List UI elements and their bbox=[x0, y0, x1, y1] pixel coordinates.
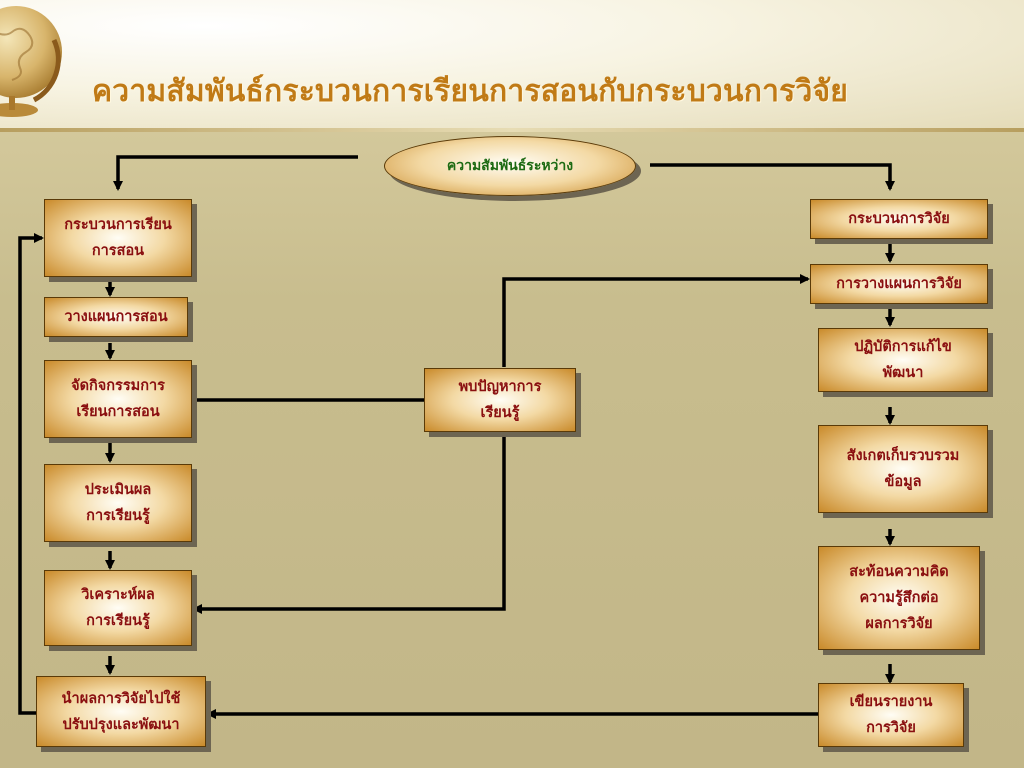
research-step-report: เขียนรายงาน การวิจัย bbox=[818, 683, 964, 747]
connector-oval-to-research bbox=[650, 163, 895, 191]
globe-icon bbox=[0, 6, 62, 117]
research-step-process: กระบวนการวิจัย bbox=[810, 199, 988, 239]
research-step-plan: การวางแผนการวิจัย bbox=[810, 264, 988, 304]
connector-problem-to-analyze bbox=[192, 433, 506, 614]
connector-feedback-loop bbox=[18, 233, 44, 715]
header-band bbox=[0, 0, 1024, 130]
research-step-observe: สังเกตเก็บรวบรวม ข้อมูล bbox=[818, 425, 988, 513]
teaching-step-analyze: วิเคราะห์ผล การเรียนรู้ bbox=[44, 570, 192, 646]
problem-node: พบปัญหาการ เรียนรู้ bbox=[424, 368, 576, 432]
relationship-oval: ความสัมพันธ์ระหว่าง bbox=[384, 136, 636, 196]
teaching-step-plan: วางแผนการสอน bbox=[44, 297, 188, 337]
header-divider bbox=[0, 128, 1024, 132]
teaching-step-apply: นำผลการวิจัยไปใช้ ปรับปรุงและพัฒนา bbox=[36, 676, 206, 747]
connector-oval-to-teaching bbox=[113, 155, 358, 191]
teaching-step-activities: จัดกิจกรรมการ เรียนการสอน bbox=[44, 360, 192, 438]
research-step-action: ปฏิบัติการแก้ไข พัฒนา bbox=[818, 328, 988, 392]
connector-problem-to-planning bbox=[502, 274, 810, 367]
teaching-step-process: กระบวนการเรียน การสอน bbox=[44, 199, 192, 277]
teaching-step-evaluate: ประเมินผล การเรียนรู้ bbox=[44, 464, 192, 542]
research-step-reflect: สะท้อนความคิด ความรู้สึกต่อ ผลการวิจัย bbox=[818, 546, 980, 650]
page-title: ความสัมพันธ์กระบวนการเรียนการสอนกับกระบว… bbox=[92, 74, 849, 109]
